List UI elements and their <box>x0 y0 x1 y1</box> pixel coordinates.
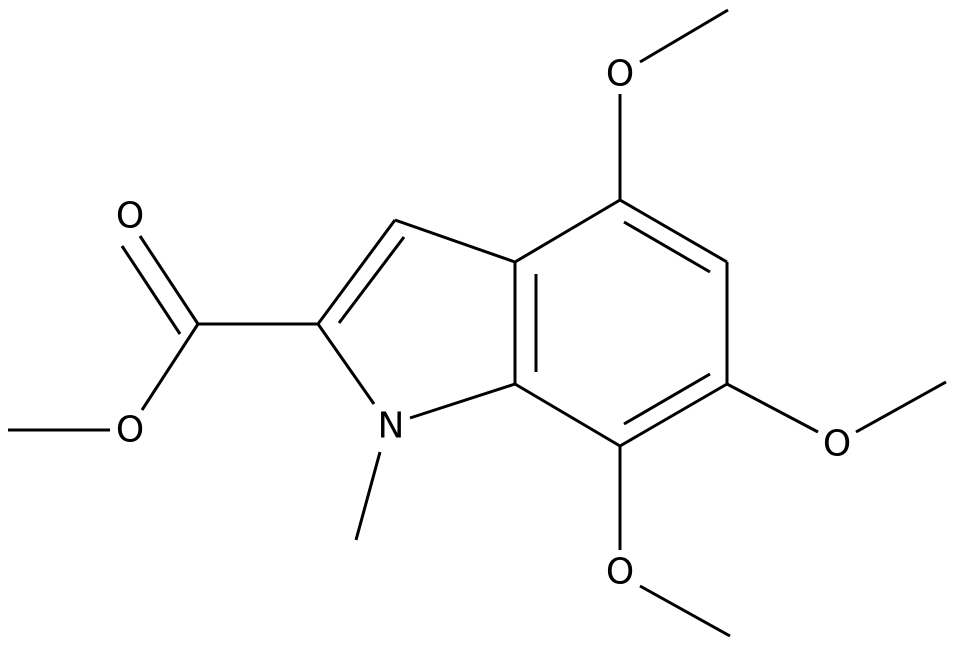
bond-c6-o <box>726 382 819 434</box>
bond-n1-c2 <box>316 323 376 405</box>
methoxy-group-bottom <box>618 446 731 638</box>
methyl-ester-group <box>8 235 318 432</box>
bond-o-methyl-right <box>855 380 947 434</box>
bond-c4-c5 <box>619 198 728 264</box>
bond-carbonyl-c-ester-o <box>140 323 200 411</box>
bond-c2-c3-inner <box>337 236 406 324</box>
bond-carbonyl-double-b <box>120 245 182 335</box>
bond-c7a-n1 <box>409 382 516 420</box>
benzene-ring <box>513 198 729 448</box>
methoxy-oxygen-top-label: O <box>606 54 634 95</box>
bond-o-methyl-top <box>639 8 729 64</box>
methoxy-group-right <box>726 380 947 434</box>
bond-c2-c3 <box>316 219 397 325</box>
bond-carbonyl-double-a <box>138 235 200 325</box>
ester-oxygen-label: O <box>116 410 144 451</box>
bond-c6-c7 <box>619 382 728 448</box>
pyrrole-ring <box>316 218 516 420</box>
bond-c3-c3a <box>394 218 516 264</box>
methoxy-oxygen-bottom-label: O <box>606 552 634 593</box>
bond-n1-methyl <box>354 451 382 541</box>
bond-c3a-c4 <box>514 198 621 264</box>
bond-c4-c5-inner <box>623 220 711 274</box>
bond-o-methyl-bottom <box>639 584 731 638</box>
methoxy-group-top <box>618 8 729 200</box>
methoxy-oxygen-right-label: O <box>823 424 851 465</box>
ring-nitrogen-label: N <box>378 406 405 447</box>
carbonyl-oxygen-label: O <box>116 196 144 237</box>
bond-c7-c7a <box>514 382 621 448</box>
bond-c6-c7-inner <box>623 372 711 426</box>
